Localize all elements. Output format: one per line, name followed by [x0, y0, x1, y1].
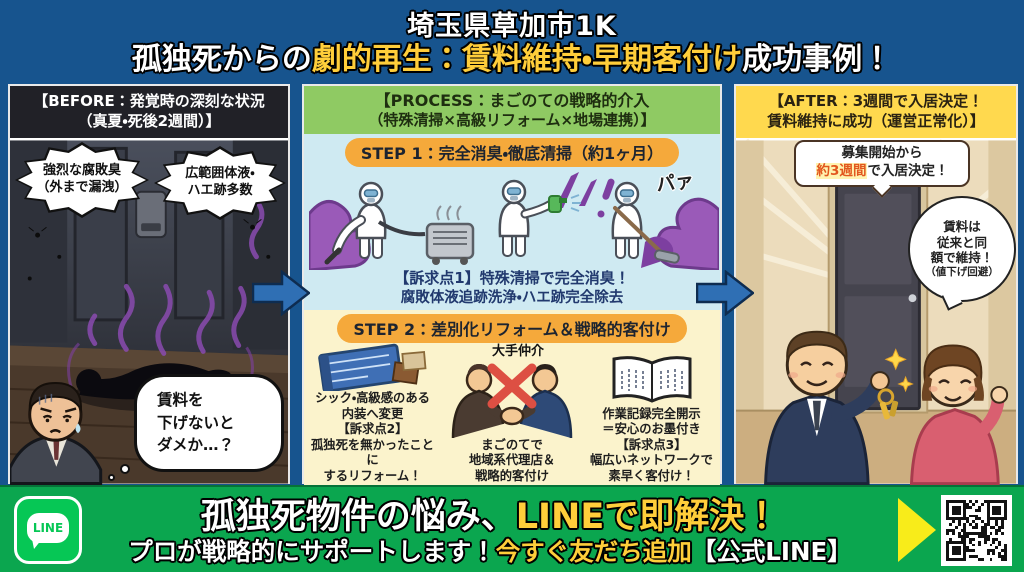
thought-dot [108, 474, 115, 481]
step2-column-reform: シック・高級感のある 内装へ変更 【訴求点2】 孤独死を無かったことに するリフ… [308, 342, 437, 484]
col1-line1: シック・高級感のある [315, 391, 430, 406]
col1-line5: するリフォーム！ [323, 468, 422, 483]
after-title-line1: 【AFTER：3週間で入居決定！ [768, 92, 984, 111]
footer-line1-yellow: LINEで即解決！ [515, 497, 780, 537]
before-title-line1: 【BEFORE：発覚時の深刻な状況 [33, 92, 265, 111]
footer-line2: プロが戦略的にサポートします！今すぐ友だち追加【公式LINE】 [90, 533, 890, 568]
header-line2-white2: 成功事例！ [742, 42, 893, 77]
before-title-line2: （真夏・死後2週間）】 [77, 112, 221, 130]
sparkle-icon [884, 348, 914, 393]
round-line3: 額で維持！ [930, 250, 994, 266]
col2-line3: 戦略的客付け [475, 468, 549, 483]
cleaning-crew-illustration [309, 172, 719, 270]
before-panel: 【BEFORE：発覚時の深刻な状況 （真夏・死後2週間）】 [8, 84, 290, 486]
round-line4: （値下げ回避） [925, 265, 999, 278]
x-mark-icon [487, 363, 537, 409]
step1-section: STEP 1：完全消臭・徹底清掃（約1ヶ月） パァ [304, 134, 720, 310]
handshake-icon [451, 363, 573, 438]
col1-line2: 内装へ変更 [341, 406, 404, 421]
after-panel: 【AFTER：3週間で入居決定！ 賃料維持に成功（運営正常化）】 [734, 84, 1018, 486]
footer-line1-white: 孤独死物件の悩み、 [200, 497, 516, 537]
step2-column-agency: 大手仲介 [437, 342, 587, 484]
footer-line2-yellow: 今すぐ友だち追加 [495, 537, 692, 566]
step1-badge: STEP 1：完全消臭・徹底清掃（約1ヶ月） [344, 138, 680, 167]
worried-owner [10, 381, 103, 486]
step1-point-line1: 【訴求点1】特殊清掃で完全消臭！ [394, 269, 630, 287]
header-line2-white1: 孤独死からの [131, 42, 312, 77]
process-title: 【PROCESS：まごのての戦略的介入 （特殊清掃×高級リフォーム×地場連携）】 [304, 86, 720, 134]
round-line1: 賃料は [943, 219, 981, 234]
process-title-line1: 【PROCESS：まごのての戦略的介入 [374, 90, 650, 110]
burst2-line1: 広範囲体液・ [185, 166, 255, 182]
flow-arrow-icon [696, 270, 754, 316]
step1-point-line2: 腐敗体液追跡洗浄・ハエ跡完全除去 [400, 289, 624, 306]
qr-code [941, 495, 1012, 566]
speed-lines [555, 172, 615, 218]
agent-with-keys [764, 330, 899, 486]
step2-section: STEP 2：差別化リフォーム＆戦略的客付け シック・高級感のある [304, 310, 720, 486]
header-line1: 埼玉県草加市1K [407, 11, 617, 42]
happy-tenant [909, 344, 1009, 486]
before-thought-bubble: 賃料を 下げないと ダメか…？ [134, 374, 284, 472]
after-bubble-rest: で入居決定！ [867, 162, 949, 179]
thought-line3: ダメか…？ [157, 436, 235, 455]
flow-arrow-icon [252, 270, 310, 316]
col1-line3: 【訴求点2】 [337, 422, 408, 437]
open-book-icon [612, 355, 691, 403]
header: 埼玉県草加市1K 孤独死からの劇的再生：賃料維持・早期客付け成功事例！ [0, 0, 1024, 84]
step2-column-record: 作業記録完全開示 ＝安心のお墨付き 【訴求点3】 幅広いネットワークで 素早く客… [587, 342, 716, 484]
blueprint-icon [317, 343, 426, 392]
thought-line2: 下げないと [157, 413, 235, 432]
thought-line1: 賃料を [157, 391, 204, 410]
col3-line1: 作業記録完全開示 [602, 406, 701, 421]
line-logo-text: LINE [27, 513, 69, 543]
col1-line4: 孤独死を無かったことに [311, 437, 434, 468]
col3-line2: ＝安心のお墨付き [602, 422, 701, 437]
after-bubble-top-line1: 募集開始から [841, 145, 923, 161]
col2-line1: まごのてで [481, 437, 543, 452]
process-title-line2: （特殊清掃×高級リフォーム×地場連携）】 [368, 110, 656, 129]
after-bubble-top: 募集開始から 約3週間で入居決定！ [794, 140, 970, 187]
round-line2: 従来と同 [936, 234, 987, 250]
after-bubble-top-line2: 約3週間で入居決定！ [798, 162, 966, 181]
footer-line1: 孤独死物件の悩み、LINEで即解決！ [90, 488, 890, 539]
broker-label: 大手仲介 [491, 344, 545, 359]
col2-line2: 地域系代理店＆ [468, 453, 556, 468]
before-title: 【BEFORE：発覚時の深刻な状況 （真夏・死後2週間）】 [10, 86, 288, 138]
after-title-line2: 賃料維持に成功（運営正常化）】 [767, 112, 985, 130]
before-burst-bubble-1: 強烈な腐敗臭 （外まで漏洩） [15, 142, 149, 218]
header-line2: 孤独死からの劇的再生：賃料維持・早期客付け成功事例！ [0, 34, 1024, 78]
sfx-paa: パァ [654, 169, 696, 197]
col3-line4: 幅広いネットワークで [590, 453, 713, 468]
process-panel: 【PROCESS：まごのての戦略的介入 （特殊清掃×高級リフォーム×地場連携）】… [302, 84, 722, 486]
footer-banner: LINE 孤独死物件の悩み、LINEで即解決！ プロが戦略的にサポートします！今… [0, 485, 1024, 572]
col3-line3: 【訴求点3】 [616, 437, 687, 452]
header-line2-accent: 劇的再生：賃料維持・早期客付け [311, 42, 743, 77]
burst1-line2: （外まで漏洩） [36, 180, 128, 195]
before-burst-bubble-2: 広範囲体液・ ハエ跡多数 [154, 146, 286, 220]
after-title: 【AFTER：3週間で入居決定！ 賃料維持に成功（運営正常化）】 [736, 86, 1016, 138]
footer-line2-white: プロが戦略的にサポートします！ [128, 537, 496, 566]
thought-dot [120, 464, 130, 474]
step1-point: 【訴求点1】特殊清掃で完全消臭！ 腐敗体液追跡洗浄・ハエ跡完全除去 [304, 269, 720, 308]
line-logo-icon: LINE [14, 496, 82, 564]
step2-badge: STEP 2：差別化リフォーム＆戦略的客付け [337, 314, 687, 343]
air-scrubber-machine [425, 205, 475, 265]
footer-line2-tail: 【公式LINE】 [691, 537, 852, 566]
burst1-line1: 強烈な腐敗臭 [42, 163, 121, 179]
yellow-arrow-icon [898, 498, 936, 562]
burst2-line2: ハエ跡多数 [187, 183, 253, 198]
after-bubble-highlight: 約3週間 [815, 162, 868, 179]
after-bubble-round: 賃料は 従来と同 額で維持！ （値下げ回避） [908, 196, 1016, 302]
col3-line5: 素早く客付け！ [608, 468, 695, 483]
